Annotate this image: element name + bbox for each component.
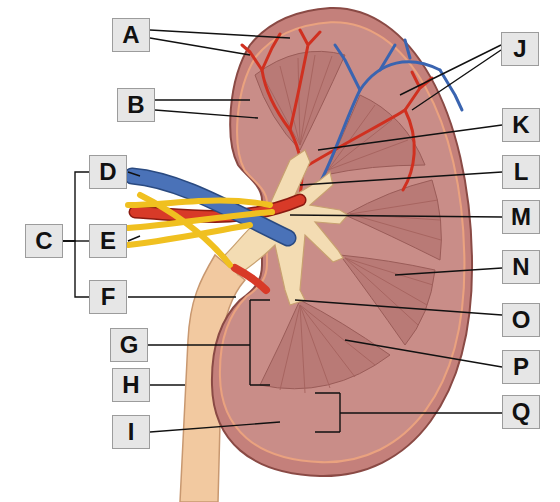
callout-letter: Q [512,400,531,424]
callout-letter: L [514,160,529,184]
renal-artery [235,268,266,290]
artery [242,30,320,130]
striation [265,55,332,145]
artery [300,110,414,190]
label-box: C [25,224,63,258]
leader-line [148,300,270,385]
label-box: Q [502,395,540,429]
striation [280,305,375,393]
callout-letter: A [122,23,139,47]
callout-letter: K [512,113,529,137]
label-box: D [89,155,127,189]
renal-nerves [128,195,272,265]
striation [345,258,433,325]
renal-cortex [220,22,465,462]
callout-letter: H [122,373,139,397]
leader-line [150,422,280,432]
bracket-connector [63,240,89,241]
label-box: K [502,108,540,142]
callout-letter: F [101,285,116,309]
label-box: H [112,368,150,402]
label-box: M [502,200,540,234]
pyramid [345,180,441,260]
label-box: B [117,88,155,122]
callout-letter: J [513,37,526,61]
bracket-connector [63,172,89,241]
callout-letter: O [512,308,531,332]
label-box: O [502,303,540,337]
leader-line [345,340,502,367]
leader-line [155,100,258,118]
cortical-arteries [242,30,432,195]
label-box: I [112,415,150,449]
label-box: F [89,280,127,314]
leader-line [128,172,236,297]
label-box: N [502,250,540,284]
pyramid [255,51,345,150]
callout-letter: I [128,420,135,444]
callout-letter: B [127,93,144,117]
label-box: A [112,18,150,52]
leader-line [318,125,502,150]
leader-line [290,215,502,217]
leader-line [315,393,502,432]
callout-letter: N [512,255,529,279]
leader-line [395,268,502,275]
leader-line [300,172,502,185]
callout-letter: C [35,229,52,253]
label-box: E [89,224,127,258]
bracket-connector [63,241,89,297]
leader-line [295,300,502,315]
leader-line [150,384,185,385]
label-box: J [501,32,539,66]
leader-lines [128,30,502,432]
vein [335,40,462,110]
callout-letter: M [511,205,531,229]
label-box: L [502,155,540,189]
callout-letter: D [99,160,116,184]
leader-line [150,30,290,55]
striation [350,200,441,240]
callout-letter: G [120,333,139,357]
callout-letter: P [513,355,529,379]
label-box: G [110,328,148,362]
nerve [140,195,230,265]
callout-letter: E [100,229,116,253]
leader-line [400,45,501,110]
label-box: P [502,350,540,384]
